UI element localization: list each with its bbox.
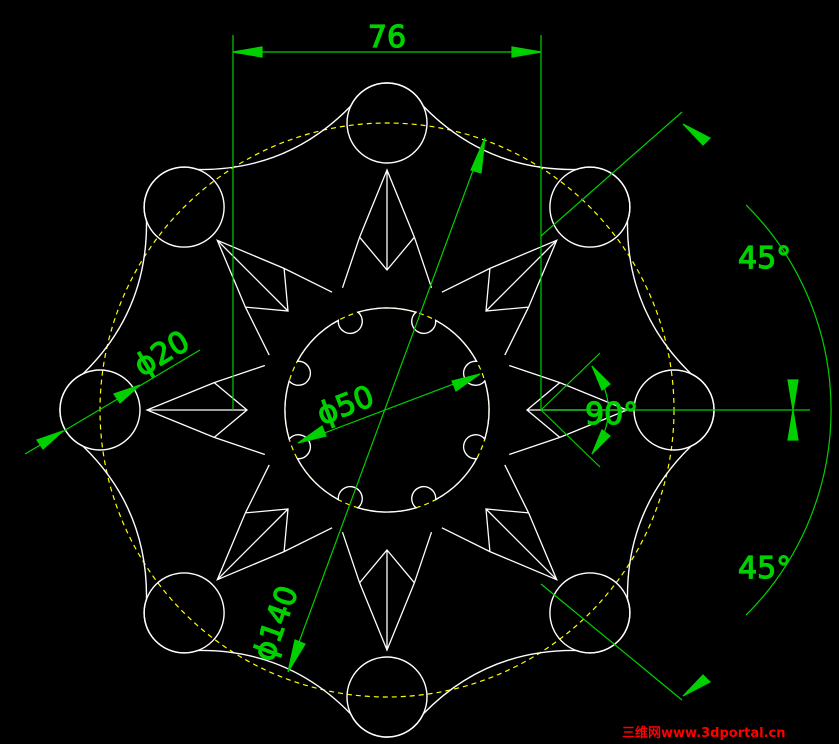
- width-dimension: 76: [232, 19, 542, 410]
- hole-circle: [549, 166, 631, 248]
- spoke-shape: [341, 531, 433, 652]
- angle-label-right: 90°: [585, 397, 638, 432]
- spoke-shape: [145, 364, 266, 456]
- hole-circle: [143, 572, 225, 654]
- watermark: 三维网www.3dportal.cn: [622, 725, 785, 741]
- inner-diameter-dimension: ϕ50: [297, 373, 481, 444]
- hole-circle: [549, 572, 631, 654]
- small-diameter-dimension: ϕ20: [24, 323, 201, 455]
- hole-circle: [143, 166, 225, 248]
- hole-group: [59, 82, 715, 738]
- spoke-shape: [216, 239, 333, 356]
- width-label: 76: [368, 20, 406, 55]
- angle-dimension-45: 45° 45°: [540, 111, 832, 701]
- angle-label-top: 45°: [738, 241, 791, 276]
- spoke-shape: [216, 464, 333, 581]
- spoke-shape: [341, 168, 433, 289]
- angle-dimension-90: 90°: [540, 352, 639, 468]
- small-diameter-label: ϕ20: [128, 324, 196, 384]
- inner-diameter-label: ϕ50: [312, 379, 379, 432]
- spoke-shape: [441, 464, 558, 581]
- hole-circle: [346, 82, 428, 164]
- angle-label-bottom: 45°: [738, 551, 791, 586]
- hole-circle: [59, 369, 141, 451]
- center-hole: [284, 307, 490, 513]
- hole-circle: [346, 656, 428, 738]
- spoke-shape: [441, 239, 558, 356]
